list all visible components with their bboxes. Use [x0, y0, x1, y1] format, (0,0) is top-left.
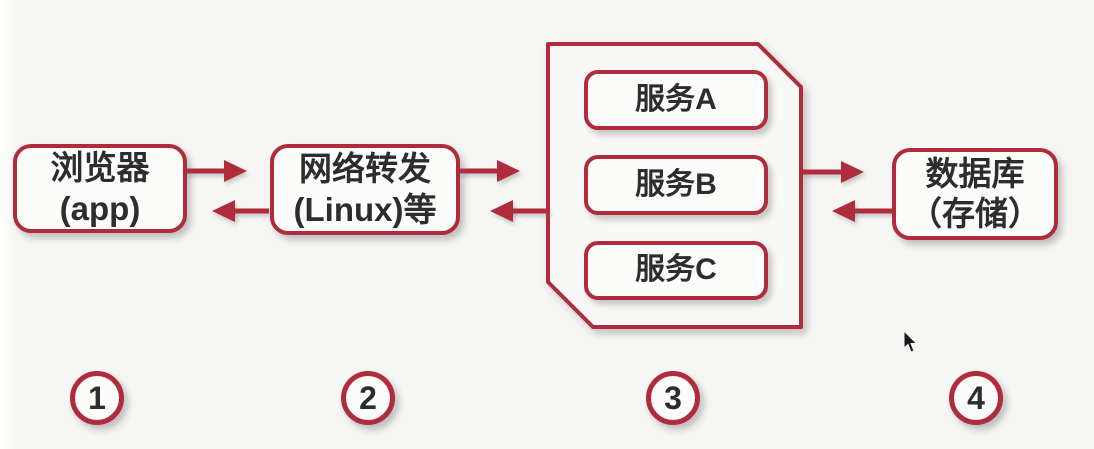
- database-label-line1: 数据库: [925, 154, 1025, 192]
- arrow-services-to-gateway: [490, 200, 549, 222]
- step-circle-2: 2: [341, 371, 395, 425]
- step-2-number: 2: [359, 379, 377, 416]
- database-node: 数据库 （存储）: [892, 148, 1058, 240]
- arrow-browser-to-gateway: [185, 160, 247, 182]
- service-c-label: 服务C: [635, 253, 717, 287]
- service-b-label: 服务B: [635, 167, 717, 201]
- step-4-number: 4: [967, 379, 985, 416]
- service-node-a: 服务A: [584, 70, 768, 130]
- browser-node: 浏览器 (app): [13, 144, 187, 233]
- mouse-cursor-icon: [903, 331, 918, 353]
- arrow-gateway-to-browser: [212, 200, 269, 222]
- browser-label-line1: 浏览器: [50, 149, 150, 187]
- gateway-label-line2: (Linux)等: [293, 190, 437, 228]
- step-circle-1: 1: [70, 371, 124, 425]
- gateway-label-line1: 网络转发: [299, 150, 431, 188]
- service-node-c: 服务C: [584, 241, 768, 300]
- arrow-gateway-to-services: [459, 160, 520, 182]
- service-a-label: 服务A: [635, 82, 717, 116]
- step-3-number: 3: [664, 379, 682, 416]
- step-circle-3: 3: [646, 371, 700, 425]
- arrow-services-to-database: [801, 161, 864, 183]
- arrow-database-to-services: [832, 200, 893, 222]
- service-node-b: 服务B: [584, 155, 768, 215]
- database-label-line2: （存储）: [909, 195, 1041, 232]
- gateway-node: 网络转发 (Linux)等: [270, 144, 460, 235]
- step-1-number: 1: [88, 379, 106, 416]
- browser-label-line2: (app): [59, 189, 141, 227]
- step-circle-4: 4: [949, 371, 1003, 425]
